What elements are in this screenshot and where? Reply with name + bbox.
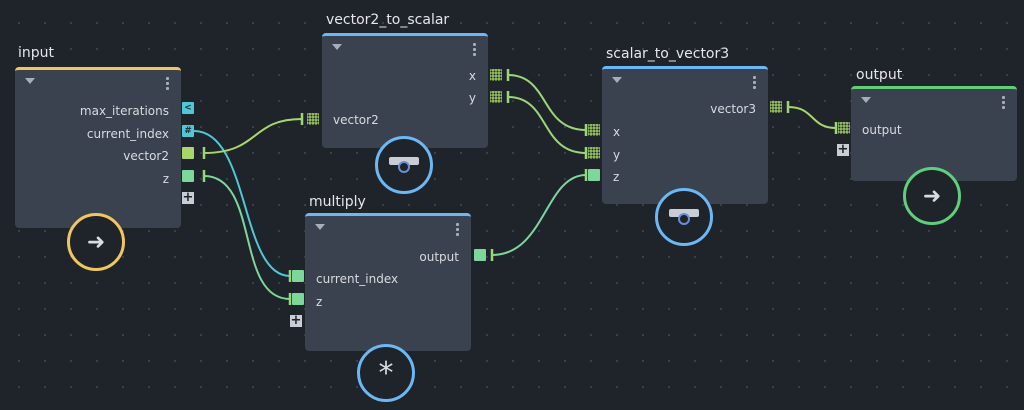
port-label: output [862,123,902,137]
port-output-in[interactable] [838,122,850,134]
port-z-in[interactable] [588,169,600,181]
collapse-icon[interactable] [612,77,622,83]
port-label: y [468,91,476,105]
more-menu-icon[interactable] [473,42,476,56]
wire-vector3 [787,106,837,129]
port-z[interactable] [182,170,194,182]
port-label: y [613,148,621,162]
port-label: z [162,172,169,186]
node-title-s2v3: scalar_to_vector3 [606,46,730,62]
wire-z [203,175,291,300]
more-menu-icon[interactable] [1002,95,1005,109]
more-menu-icon[interactable] [166,76,169,90]
port-label: vector2 [123,149,169,163]
add-port-button[interactable]: + [290,313,302,328]
port-max-iterations[interactable]: < [182,102,194,114]
node-title-multiply: multiply [309,194,366,210]
port-current-index[interactable]: # [182,125,194,137]
port-x-out[interactable] [490,69,502,81]
node-title-output: output [856,67,903,83]
vector2-to-scalar-node[interactable]: x y vector2 [322,33,488,148]
wire-current-index [193,130,291,277]
node-title-input: input [18,45,55,61]
collapse-icon[interactable] [861,97,871,103]
wire-end-caps [202,69,838,305]
port-label: current_index [86,127,169,141]
input-node[interactable]: max_iterations current_index vector2 z [15,67,181,228]
wire-x [507,74,587,131]
more-menu-icon[interactable] [753,75,756,89]
port-y-out[interactable] [490,91,502,103]
port-label: vector2 [333,113,379,127]
wire-y [507,96,587,154]
multiply-node[interactable]: output current_index z [305,213,471,351]
output-node[interactable]: output [851,86,1017,181]
add-port-button[interactable]: + [837,142,849,157]
collapse-icon[interactable] [332,44,342,50]
converter-icon[interactable] [655,188,713,246]
port-label: x [468,69,476,83]
arrow-in-icon[interactable]: ➜ [67,213,125,271]
port-label: output [419,250,459,264]
port-vector2-in[interactable] [307,113,319,125]
port-vector2[interactable] [182,147,194,159]
port-label: current_index [316,272,399,286]
collapse-icon[interactable] [25,78,35,84]
port-x-in[interactable] [588,124,600,136]
port-label: vector3 [710,102,756,116]
port-y-in[interactable] [588,147,600,159]
collapse-icon[interactable] [315,224,325,230]
wire-multiply-output [491,174,587,256]
port-label: z [613,170,620,184]
converter-icon[interactable] [375,136,433,194]
more-menu-icon[interactable] [456,222,459,236]
node-title-v2s: vector2_to_scalar [326,12,450,28]
arrow-out-icon[interactable]: ➜ [903,167,961,225]
port-z-in[interactable] [292,293,304,305]
add-port-button[interactable]: + [182,190,194,205]
wire-vector2 [203,118,303,154]
port-current-index-in[interactable] [292,270,304,282]
port-label: max_iterations [79,104,169,118]
port-output-out[interactable] [474,249,486,261]
scalar-to-vector3-node[interactable]: vector3 x y z [602,66,768,204]
port-label: x [613,125,621,139]
asterisk-icon[interactable]: * [357,344,415,402]
port-label: z [316,295,323,309]
port-vector3-out[interactable] [770,101,782,113]
